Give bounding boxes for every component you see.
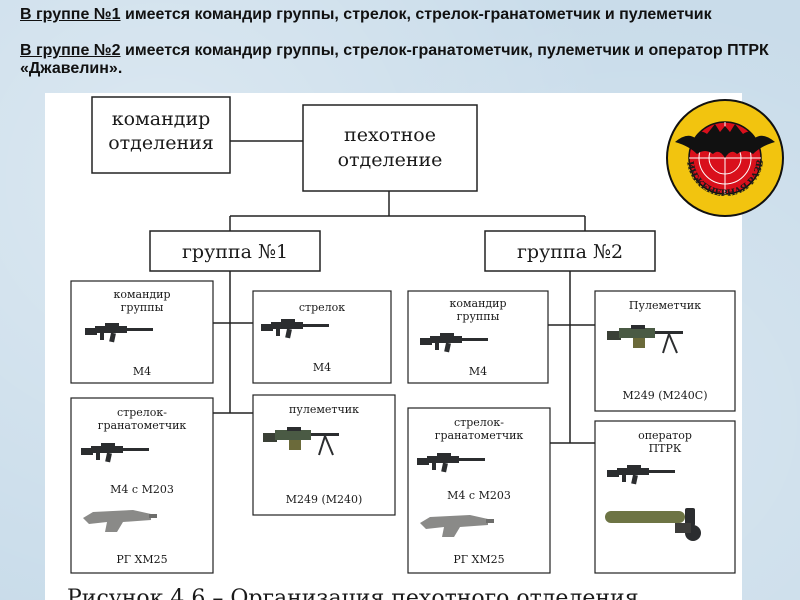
g1-commander-role-1: командир [113, 288, 170, 301]
g2-atgm-role-2: ПТРК [649, 442, 682, 455]
group1-description: имеется командир группы, стрелок, стрело… [121, 6, 712, 23]
g1-gunner-box: пулеметчик М249 (М240) [253, 395, 395, 515]
header-line-2: В группе №2 имеется командир группы, стр… [20, 42, 790, 78]
g1-commander-weapon: М4 [133, 365, 151, 378]
g1-gunner-role: пулеметчик [289, 403, 359, 416]
squad-box: пехотное отделение [303, 105, 477, 191]
g1-gunner-weapon: М249 (М240) [286, 493, 363, 506]
commander-box: командир отделения [92, 97, 230, 173]
g1-grenadier-role-1: стрелок- [117, 406, 167, 419]
g1-commander-box: командир группы М4 [71, 281, 213, 383]
group1-label: группа №1 [182, 241, 288, 263]
g1-grenadier-role-2: гранатометчик [98, 419, 187, 432]
g2-gunner-weapon: М249 (М240С) [622, 389, 707, 402]
figure-caption: Рисунок 4.6 – Организация пехотного отде… [67, 586, 639, 600]
g1-rifleman-weapon: М4 [313, 361, 331, 374]
g2-gunner-box: Пулеметчик М249 (М240С) [595, 291, 735, 411]
g2-grenadier-box: стрелок- гранатометчик М4 с М203 РГ ХМ25 [408, 408, 550, 573]
g1-commander-role-2: группы [121, 301, 164, 314]
engineering-recon-emblem: ИНЖЕНЕРНАЯ РАЗВЕДКА [665, 98, 785, 218]
g1-rifleman-role: стрелок [299, 301, 345, 314]
squad-label-1: пехотное [344, 124, 436, 146]
group2-description: имеется командир группы, стрелок-гранато… [20, 42, 769, 77]
g2-atgm-role-1: оператор [638, 429, 692, 442]
group1-label: В группе №1 [20, 6, 121, 23]
g1-grenadier-weapon: М4 с М203 [110, 483, 174, 496]
squad-label-2: отделение [338, 149, 443, 171]
org-chart: командир отделения пехотное отделение гр… [45, 93, 742, 600]
g1-grenadier-box: стрелок- гранатометчик М4 с М203 РГ ХМ25 [71, 398, 213, 573]
org-chart-scan: командир отделения пехотное отделение гр… [45, 93, 742, 600]
g2-grenadier-role-2: гранатометчик [435, 429, 524, 442]
group2-box: группа №2 [485, 231, 655, 271]
g2-commander-box: командир группы М4 [408, 291, 548, 383]
g1-rifleman-box: стрелок М4 [253, 291, 391, 383]
g2-commander-role-2: группы [457, 310, 500, 323]
group1-box: группа №1 [150, 231, 320, 271]
commander-label-1: командир [112, 108, 211, 130]
g1-grenadier-weapon-2: РГ ХМ25 [116, 553, 167, 566]
group2-label: В группе №2 [20, 42, 121, 59]
header-line-1: В группе №1 имеется командир группы, стр… [20, 6, 790, 24]
g2-atgm-box: оператор ПТРК [595, 421, 735, 573]
g2-grenadier-weapon-2: РГ ХМ25 [453, 553, 504, 566]
g2-grenadier-role-1: стрелок- [454, 416, 504, 429]
group2-label: группа №2 [517, 241, 623, 263]
commander-label-2: отделения [108, 132, 214, 154]
g2-commander-weapon: М4 [469, 365, 487, 378]
g2-gunner-role: Пулеметчик [629, 299, 701, 312]
g2-grenadier-weapon: М4 с М203 [447, 489, 511, 502]
g2-commander-role-1: командир [449, 297, 506, 310]
